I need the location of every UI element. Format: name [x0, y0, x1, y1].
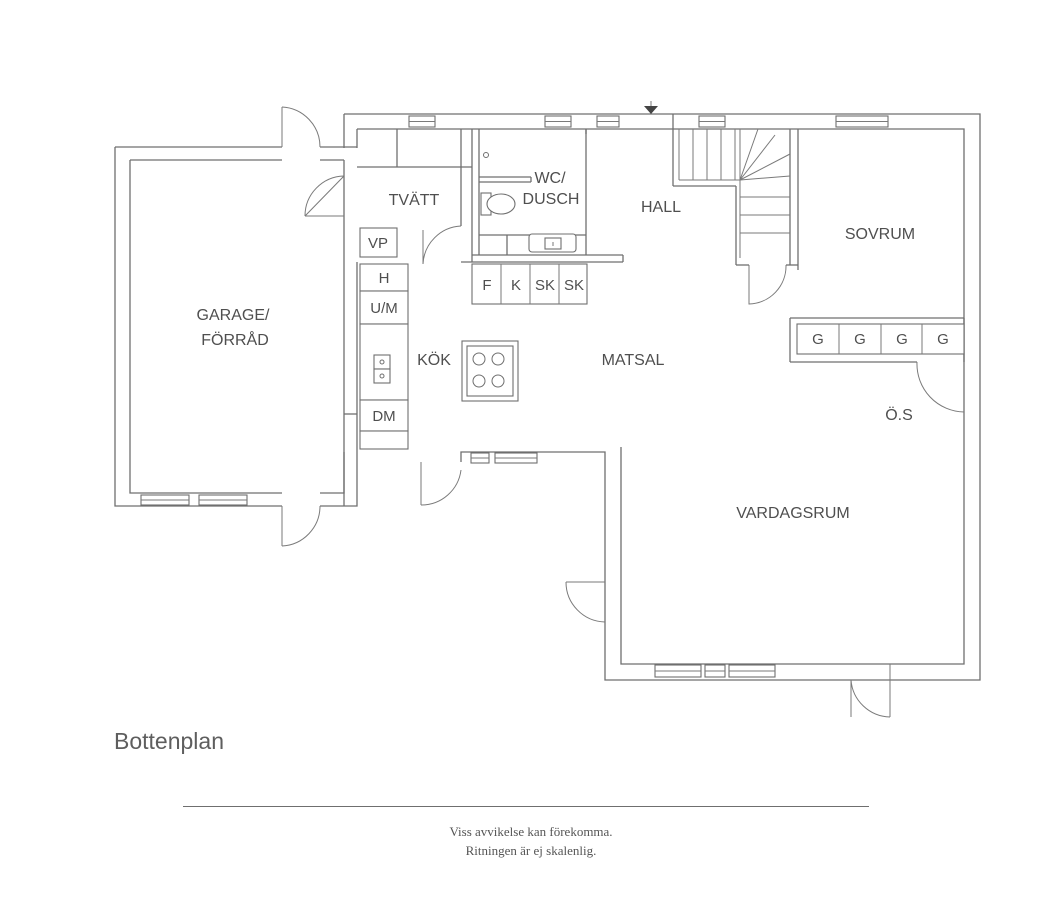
fixture-sk-1: SK	[535, 277, 555, 294]
fixture-labels: VP H U/M DM F K SK SK G G G G	[368, 235, 949, 425]
room-vardagsrum: VARDAGSRUM	[736, 505, 850, 522]
drain-icon	[483, 152, 489, 158]
interior-walls	[356, 114, 965, 449]
room-os: Ö.S	[885, 406, 913, 424]
sink-icon	[373, 354, 391, 370]
disclaimer-line-1: Viss avvikelse kan förekomma.	[449, 824, 613, 839]
divider-line	[183, 806, 869, 807]
room-garage-line1: GARAGE/	[197, 307, 270, 324]
plan-title: Bottenplan	[114, 728, 224, 754]
exterior-walls	[114, 113, 981, 681]
fixture-g-1: G	[812, 331, 824, 348]
room-wc-line2: DUSCH	[523, 191, 580, 208]
room-hall: HALL	[641, 199, 681, 216]
fixture-dm: DM	[372, 408, 395, 425]
fixture-sk-2: SK	[564, 277, 584, 294]
room-kok: KÖK	[417, 351, 451, 369]
room-labels: GARAGE/ FÖRRÅD TVÄTT WC/ DUSCH HALL SOVR…	[197, 170, 916, 522]
fixture-vp: VP	[368, 235, 388, 252]
fixtures	[359, 152, 965, 450]
fixture-g-2: G	[854, 331, 866, 348]
fixture-h: H	[379, 270, 390, 287]
staircase	[678, 128, 791, 258]
fixture-k: K	[511, 277, 521, 294]
room-matsal: MATSAL	[602, 352, 665, 369]
disclaimer-line-2: Ritningen är ej skalenlig.	[465, 843, 597, 858]
windows	[140, 115, 889, 678]
entrance-arrow-icon	[644, 106, 658, 114]
room-wc-line1: WC/	[534, 170, 566, 187]
fixture-g-3: G	[896, 331, 908, 348]
room-sovrum: SOVRUM	[845, 226, 915, 243]
fixture-um: U/M	[370, 300, 398, 317]
doors	[281, 106, 965, 718]
fixture-f: F	[482, 277, 491, 294]
fixture-g-4: G	[937, 331, 949, 348]
room-tvatt: TVÄTT	[389, 191, 440, 209]
room-garage-line2: FÖRRÅD	[201, 330, 269, 349]
